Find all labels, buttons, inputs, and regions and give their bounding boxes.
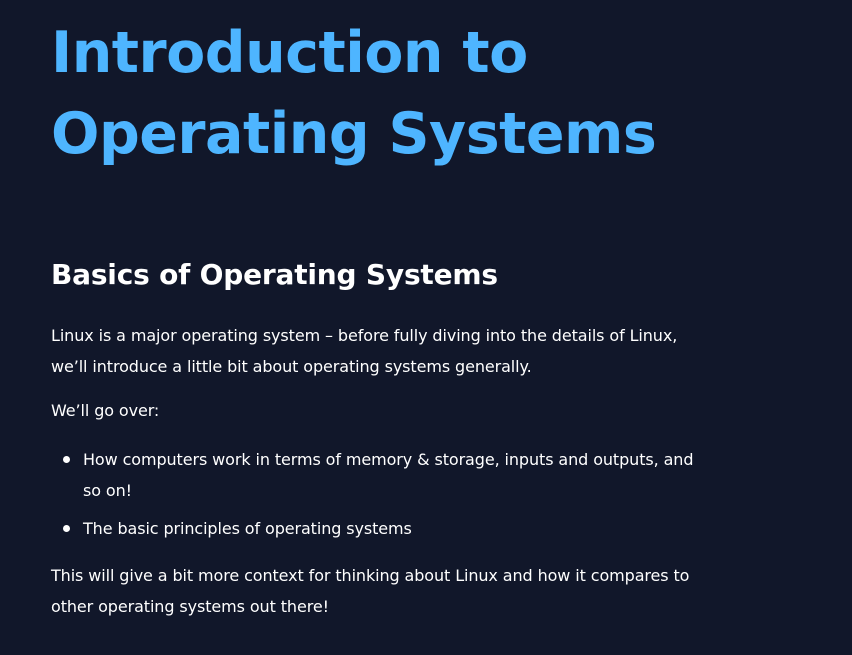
- page-title: Introduction to Operating Systems: [51, 20, 657, 167]
- bullet-icon: [63, 456, 70, 463]
- intro-paragraph: Linux is a major operating system – befo…: [51, 326, 678, 376]
- list-item-text: The basic principles of operating system…: [83, 519, 412, 538]
- list-item: The basic principles of operating system…: [51, 513, 711, 544]
- list-item: How computers work in terms of memory & …: [51, 444, 711, 506]
- bullet-icon: [63, 525, 70, 532]
- lead-in-paragraph: We’ll go over:: [51, 401, 160, 420]
- closing-paragraph: This will give a bit more context for th…: [51, 566, 690, 616]
- list-item-text: How computers work in terms of memory & …: [83, 450, 694, 500]
- topic-list: How computers work in terms of memory & …: [51, 444, 711, 544]
- section-heading: Basics of Operating Systems: [51, 258, 498, 291]
